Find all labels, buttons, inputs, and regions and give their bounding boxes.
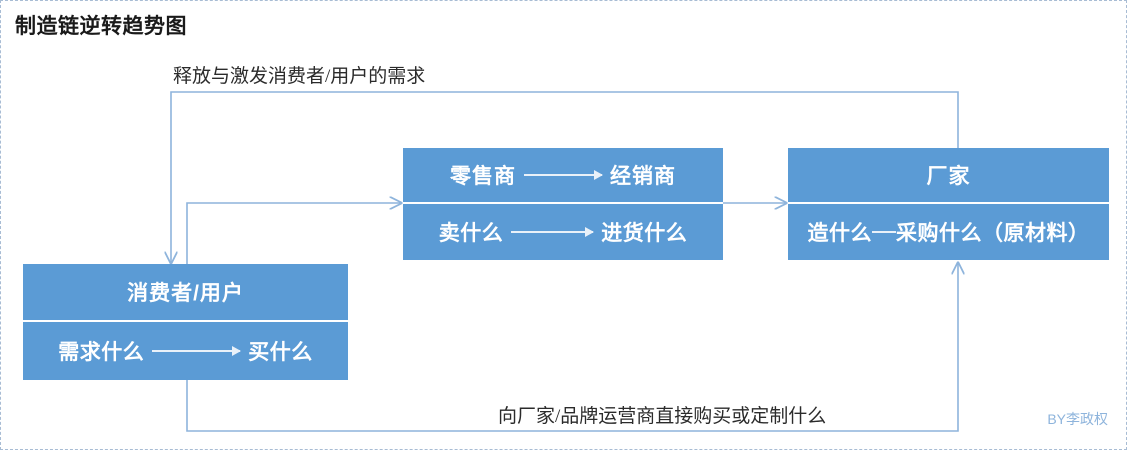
node-manufacturer-body: 造什么 采购什么（原材料） (788, 204, 1109, 260)
wire-demand-feedback (171, 91, 959, 263)
wire-direct-purchase (186, 263, 958, 432)
node-consumer-body-left: 需求什么 (58, 341, 145, 364)
node-retailer-head-left: 零售商 (450, 165, 516, 188)
node-manufacturer-body-right: 采购什么（原材料） (896, 222, 1090, 245)
arrow-icon (152, 346, 242, 356)
node-retailer-head-right: 经销商 (610, 165, 676, 188)
node-retailer-body-left: 卖什么 (438, 222, 504, 245)
node-manufacturer[interactable]: 厂家 造什么 采购什么（原材料） (788, 148, 1109, 260)
arrow-icon (524, 170, 603, 180)
node-consumer-body-right: 买什么 (248, 341, 313, 364)
node-manufacturer-head: 厂家 (788, 148, 1109, 204)
dash-icon (872, 231, 896, 233)
node-retailer-body-right: 进货什么 (601, 222, 688, 245)
node-manufacturer-body-left: 造什么 (807, 222, 872, 245)
wire-consumer-to-retailer (186, 203, 401, 264)
node-consumer-head: 消费者/用户 (23, 264, 348, 322)
node-retailer-head: 零售商 经销商 (403, 148, 723, 204)
node-retailer[interactable]: 零售商 经销商 卖什么 进货什么 (403, 148, 723, 260)
page-title: 制造链逆转趋势图 (15, 14, 187, 38)
author-signature: BY李政权 (1047, 411, 1108, 427)
arrow-icon (511, 227, 595, 237)
wire-label-direct-purchase: 向厂家/品牌运营商直接购买或定制什么 (498, 406, 827, 427)
node-consumer[interactable]: 消费者/用户 需求什么 买什么 (23, 264, 348, 380)
node-retailer-body: 卖什么 进货什么 (403, 204, 723, 260)
wire-label-demand-release: 释放与激发消费者/用户的需求 (173, 66, 426, 87)
node-consumer-body: 需求什么 买什么 (23, 322, 348, 380)
